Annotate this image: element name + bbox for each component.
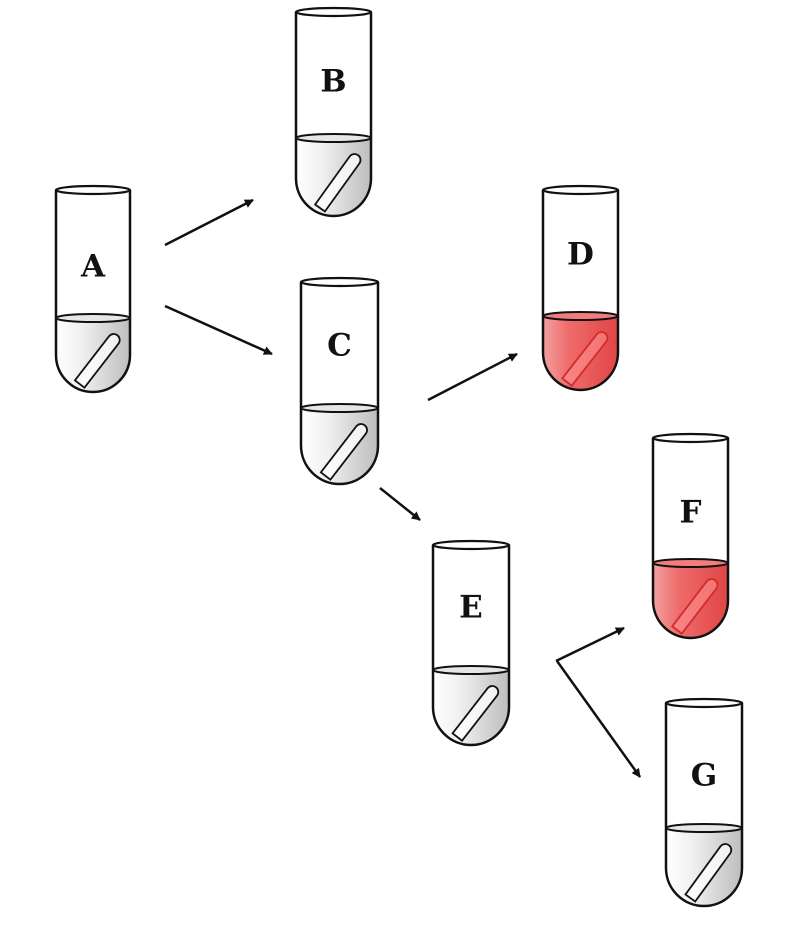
test-tube-d: D [541, 184, 620, 392]
tube-label-b: B [320, 64, 346, 100]
test-tube-f: F [651, 432, 730, 640]
tube-rim [651, 432, 730, 444]
inner-durham-tube [670, 578, 719, 635]
liquid-surface [55, 313, 131, 323]
liquid-surface [300, 403, 379, 413]
arrow-a-to-b [164, 198, 254, 247]
arrow-e-to-g [555, 660, 642, 778]
tube-rim [299, 276, 380, 288]
test-tube-c: C [299, 276, 380, 486]
tube-label-f: F [679, 495, 701, 531]
test-tube-e: E [431, 539, 511, 747]
tube-rim [664, 697, 744, 709]
inner-durham-tube [684, 843, 733, 903]
liquid-surface [432, 665, 510, 675]
arrow-e-to-f [555, 626, 625, 663]
test-tube-b: B [294, 6, 373, 218]
tube-outline [651, 438, 730, 640]
liquid-surface [652, 558, 729, 568]
tube-label-a: A [80, 249, 106, 285]
tube-outline [431, 545, 511, 747]
tube-outline [299, 282, 380, 486]
tubes-layer: A B C D E F G [54, 6, 744, 908]
tube-rim [294, 6, 373, 18]
arrow-c-to-d [427, 352, 518, 402]
inner-durham-tube [319, 423, 368, 481]
arrow-a-to-c [164, 304, 273, 356]
arrow-c-to-e [379, 487, 421, 521]
tube-rim [54, 184, 132, 196]
inner-durham-tube [313, 153, 362, 213]
liquid-surface [665, 823, 743, 833]
tube-label-e: E [459, 590, 483, 626]
tube-outline [294, 12, 373, 218]
liquid-surface [542, 311, 619, 321]
inner-durham-tube [561, 331, 609, 387]
arrows-layer [164, 198, 642, 778]
inner-durham-tube [451, 685, 500, 742]
tube-label-g: G [691, 758, 717, 794]
inner-durham-tube [73, 333, 121, 389]
tube-label-c: C [327, 328, 352, 364]
tube-outline [664, 703, 744, 908]
tube-rim [431, 539, 511, 551]
tube-rim [541, 184, 620, 196]
tube-outline [54, 190, 132, 394]
test-tube-g: G [664, 697, 744, 908]
test-tube-a: A [54, 184, 132, 394]
tube-outline [541, 190, 620, 392]
tube-label-d: D [567, 237, 594, 273]
liquid-surface [295, 133, 372, 143]
